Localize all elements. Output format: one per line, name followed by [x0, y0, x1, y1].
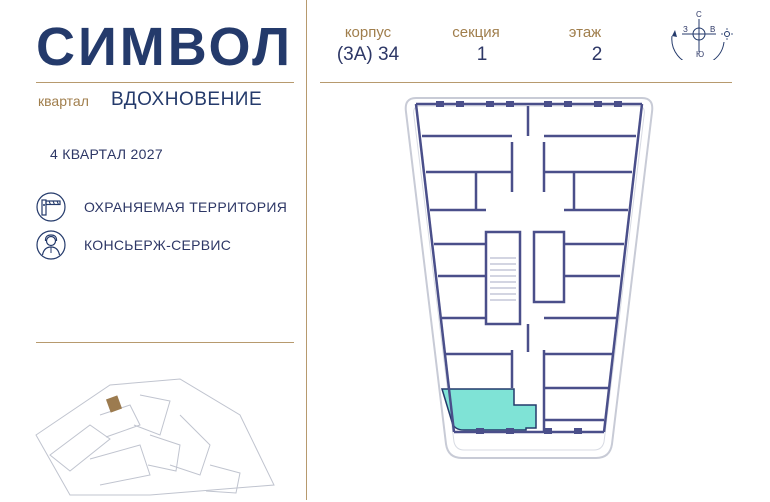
floor-value: 2 [591, 44, 603, 65]
feature-concierge-label: КОНСЬЕРЖ-СЕРВИС [84, 237, 232, 253]
floor-heading: этаж [568, 24, 602, 41]
info-divider [320, 82, 732, 83]
compass-east-label: В [710, 25, 716, 34]
quarter-word: квартал [38, 93, 89, 109]
floor-plan [398, 92, 660, 462]
quarter-name: ВДОХНОВЕНИЕ [111, 89, 263, 110]
building-heading: корпус [344, 24, 392, 41]
brand-logo: СИМВОЛ [36, 17, 293, 77]
header-divider [36, 82, 294, 83]
concierge-icon [36, 230, 66, 260]
site-plan [30, 375, 278, 497]
compass-sun-icon: С Ю З В [666, 10, 736, 66]
features-divider [36, 342, 294, 343]
feature-secure-territory-label: ОХРАНЯЕМАЯ ТЕРРИТОРИЯ [84, 199, 288, 215]
completion-date: 4 КВАРТАЛ 2027 [50, 146, 163, 162]
compass-north-label: С [696, 10, 702, 19]
compass-west-label: З [683, 25, 688, 34]
left-column-divider [306, 0, 307, 500]
barrier-gate-icon [36, 192, 66, 222]
compass-south-label: Ю [696, 50, 705, 59]
building-value: (3А) 34 [336, 44, 400, 65]
section-heading: секция [452, 24, 500, 41]
section-value: 1 [476, 44, 488, 65]
